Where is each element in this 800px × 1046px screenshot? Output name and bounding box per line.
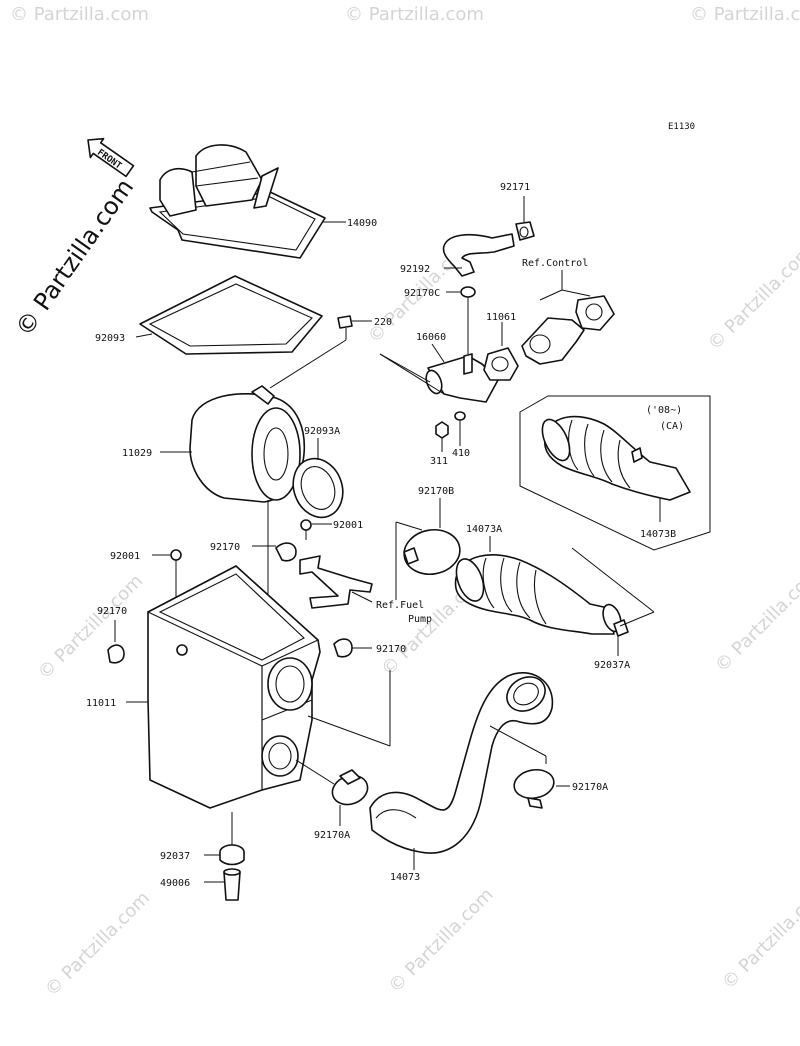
clip-92171 (515, 221, 535, 241)
part-label: 92001 (333, 520, 363, 531)
part-label: 92170A (572, 782, 608, 793)
part-label: 220 (374, 317, 392, 328)
clip-92170 (333, 638, 353, 658)
screw-220 (337, 315, 372, 329)
part-label: 92170B (418, 486, 454, 497)
part-label: 92170 (97, 606, 127, 617)
intake-duct-14073B (541, 415, 691, 501)
breather-hose-92192 (442, 233, 515, 277)
watermark-text: © Partzilla.com (345, 4, 484, 25)
part-label: 14073B (640, 529, 676, 540)
nut-311 (435, 421, 449, 439)
clamp-92170A (331, 769, 369, 806)
part-label: 92171 (500, 182, 530, 193)
ref-control-label: Ref.Control (522, 258, 588, 269)
watermark-text: © Partzilla.com (718, 881, 800, 994)
part-label: 92037A (594, 660, 630, 671)
watermark-text: © Partzilla.com (41, 888, 154, 1001)
part-label: 92170C (404, 288, 440, 299)
watermark-text: © Partzilla.com (704, 241, 800, 354)
clip-92170 (107, 644, 125, 664)
seal-ring-92093A (292, 457, 344, 519)
gasket-11061 (483, 347, 519, 381)
part-label: 92037 (160, 851, 190, 862)
clip-92170 (275, 542, 297, 562)
part-label: 311 (430, 456, 448, 467)
part-label: 11061 (486, 312, 516, 323)
watermarks: © Partzilla.com © Partzilla.com © Partzi… (10, 4, 800, 1001)
clamp-92170C (460, 286, 476, 298)
variant-region: (CA) (660, 421, 684, 432)
watermark-text: © Partzilla.com (711, 563, 800, 676)
clamp-92037 (219, 812, 245, 866)
part-label: 49006 (160, 878, 190, 889)
ref-fuel-pump-line1: Ref.Fuel (376, 600, 424, 611)
drain-tube-49006 (223, 868, 241, 901)
part-label: 14073 (390, 872, 420, 883)
part-label: 92170 (376, 644, 406, 655)
intake-duct-14073A (454, 554, 615, 635)
ref-fuel-pump-line2: Pump (408, 614, 432, 625)
part-label: 16060 (416, 332, 446, 343)
part-label: 11029 (122, 448, 152, 459)
part-label: 92093 (95, 333, 125, 344)
air-cleaner-housing-11011 (146, 565, 321, 809)
air-cleaner-cover-14090 (149, 144, 326, 259)
front-arrow-icon: FRONT (87, 137, 135, 178)
bolt-92001 (170, 549, 182, 572)
diagram-code: E1130 (668, 122, 695, 132)
gasket-92093 (139, 275, 323, 355)
watermark-text: © Partzilla.com (34, 571, 147, 684)
part-label: 92093A (304, 426, 340, 437)
part-label: 14073A (466, 524, 502, 535)
watermark-text: © Partzilla.com (690, 4, 800, 25)
variant-box: ('08~) (CA) (519, 395, 711, 551)
intake-duct-14073 (369, 672, 554, 854)
part-label: 92170 (210, 542, 240, 553)
ref-control-part (521, 295, 615, 365)
part-label: 92192 (400, 264, 430, 275)
watermark-text: © Partzilla.com (10, 4, 149, 25)
bracket (299, 555, 373, 609)
bolt-92001 (300, 519, 312, 540)
part-label: 92170A (314, 830, 350, 841)
clamp-92170A (513, 768, 555, 809)
watermark-text: © Partzilla.com (385, 884, 498, 997)
part-label: 11011 (86, 698, 116, 709)
partzilla-watermark-main: © Partzilla.com (10, 174, 139, 342)
washer-410 (454, 411, 466, 421)
air-duct-16060 (425, 353, 499, 403)
clamp-92170B (403, 528, 461, 576)
part-label: 92001 (110, 551, 140, 562)
variant-years: ('08~) (646, 405, 682, 416)
air-filter-element-11029 (189, 385, 306, 503)
part-label: 410 (452, 448, 470, 459)
part-label: 14090 (347, 218, 377, 229)
